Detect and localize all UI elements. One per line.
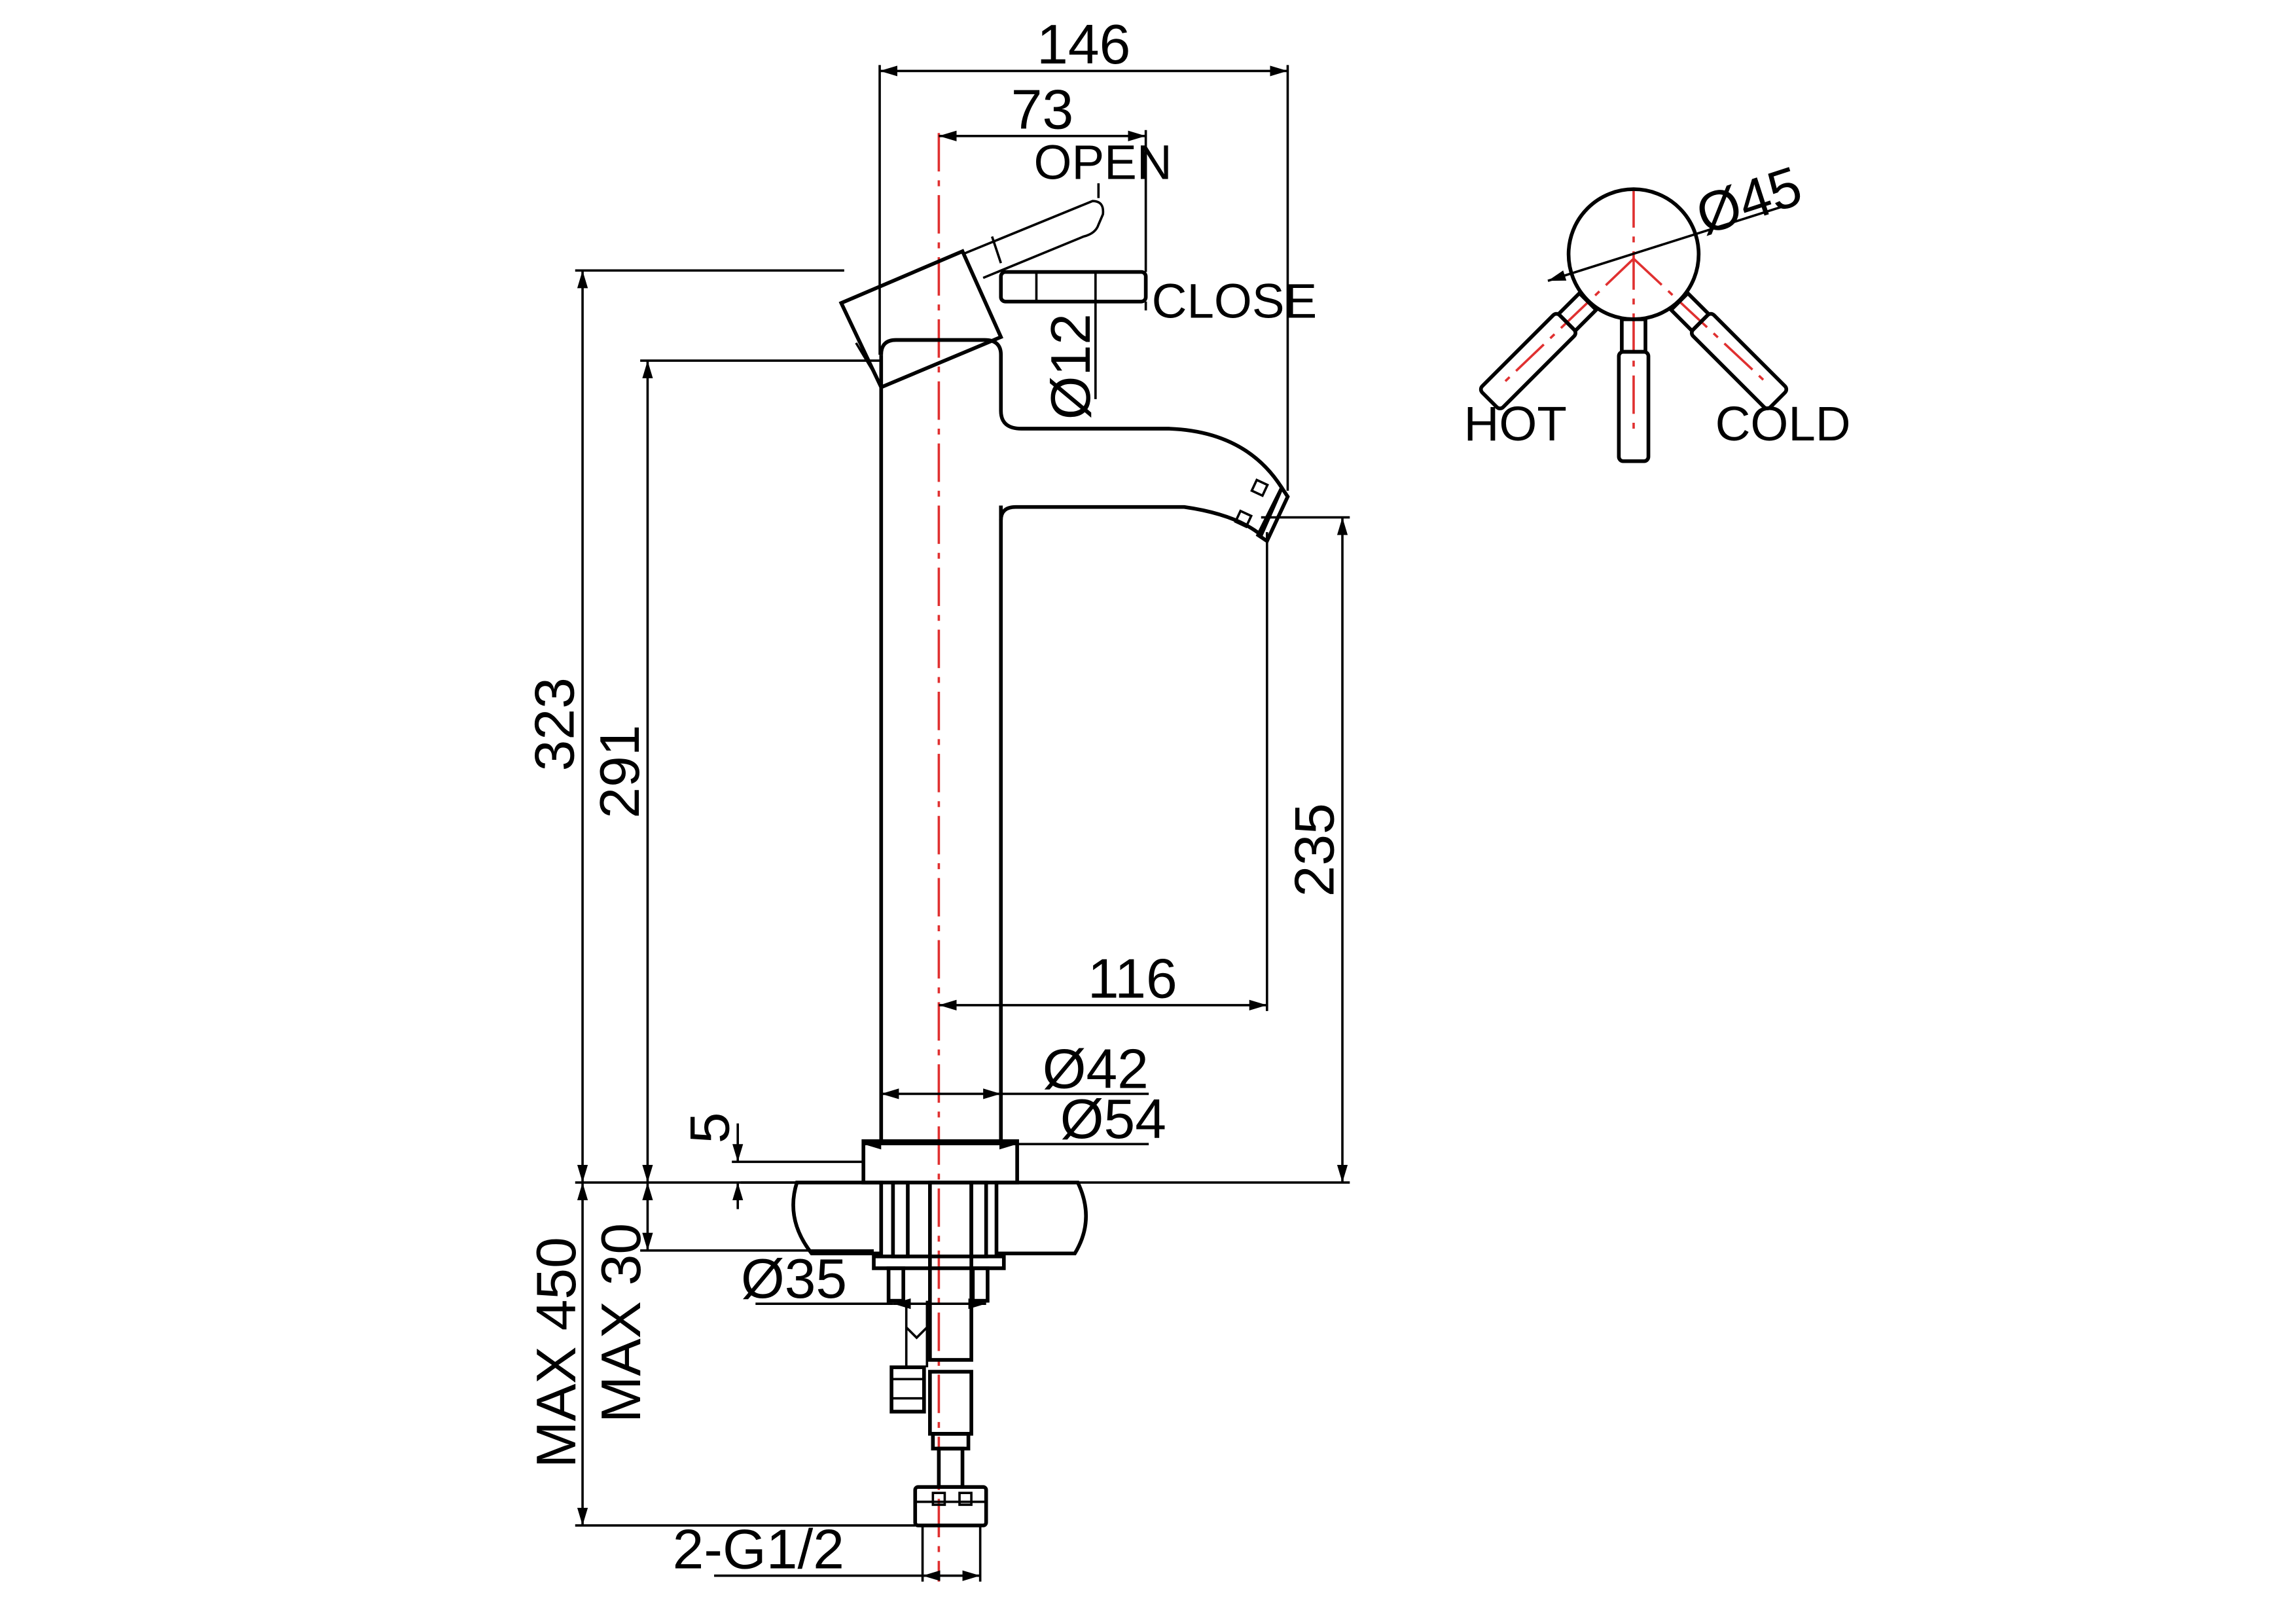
countertop-section [740,1181,1088,1256]
front-view: 146 73 OPEN CLOSE Ø12 323 291 235 116 Ø4… [524,13,1350,1582]
dim-handle-offset: 73 [1011,79,1073,141]
dim-max-hose: MAX 450 [525,1237,588,1468]
label-close: CLOSE [1152,274,1318,329]
label-cold: COLD [1715,397,1851,451]
dim-handle-dia: Ø12 [1039,313,1102,419]
dim-body-dia: Ø42 [1043,1037,1149,1100]
lever-center [1617,317,1651,463]
label-open: OPEN [1034,135,1172,189]
dim-body-height: 291 [588,724,651,818]
dim-max-deck: MAX 30 [590,1223,653,1423]
handle-cartridge [838,249,1004,390]
dim-base-dia: Ø54 [1060,1088,1166,1150]
dim-spout-height: 235 [1283,803,1346,897]
dimension-lines [575,65,1350,1582]
lever-cold [1668,290,1789,410]
dim-top-handle-dia: Ø45 [1689,154,1809,247]
label-hot: HOT [1464,397,1567,451]
faucet-body [879,338,1290,1141]
lever-hot [1479,290,1599,410]
base-plate [861,1139,1019,1185]
dim-connection: 2-G1/2 [673,1518,844,1580]
supply-hoses [889,1181,988,1527]
dim-shank-dia: Ø35 [741,1247,847,1310]
dim-spout-reach: 116 [1088,948,1177,1010]
dim-base-thickness: 5 [679,1112,742,1143]
handle-close-position [999,270,1148,304]
dim-overall-width: 146 [1037,13,1130,76]
top-view: Ø45 HOT COLD [1464,154,1851,463]
dim-total-height: 323 [524,677,586,771]
handle-open-position [961,200,1105,279]
